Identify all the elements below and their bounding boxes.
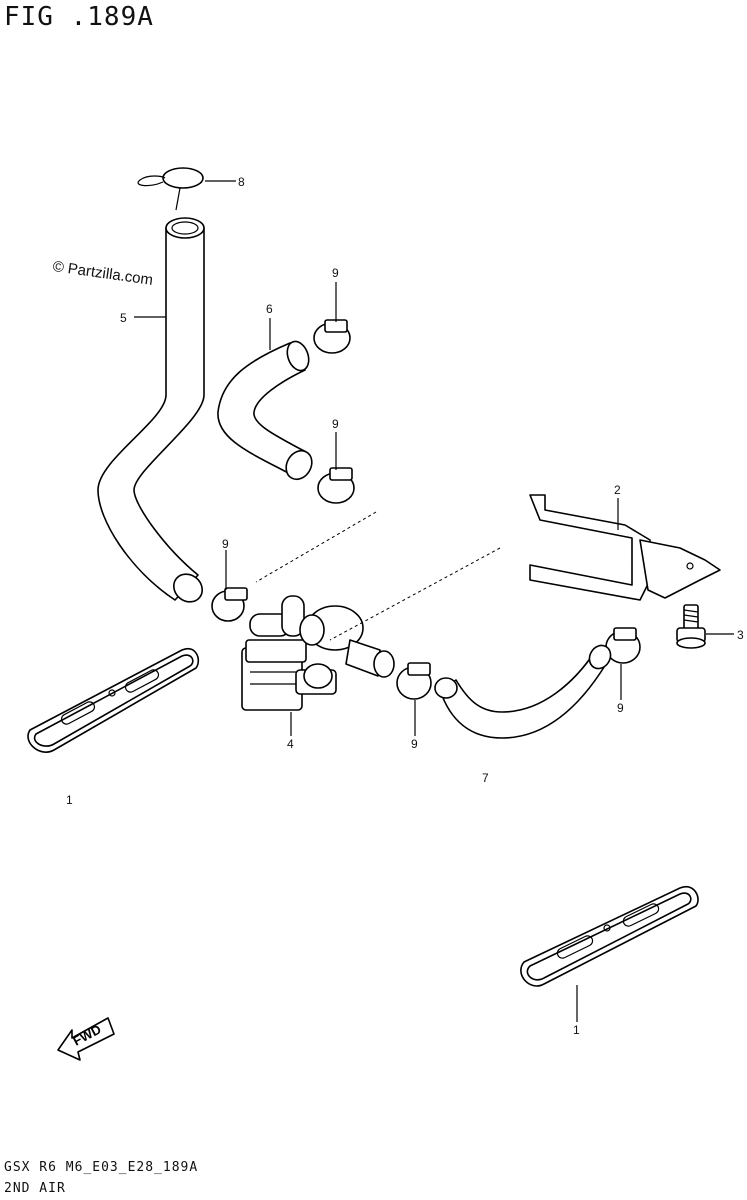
part-6-hose[interactable] xyxy=(217,338,317,484)
part-1-gasket-left[interactable] xyxy=(27,647,200,753)
callout-2: 2 xyxy=(614,483,621,497)
callout-1b: 1 xyxy=(573,1023,580,1037)
callout-9e: 9 xyxy=(617,701,624,715)
callout-6: 6 xyxy=(266,302,273,316)
figure-code: GSX R6 M6_E03_E28_189A xyxy=(4,1160,199,1175)
part-3-bolt[interactable] xyxy=(676,604,706,649)
part-2-pipe-bracket[interactable] xyxy=(529,494,721,601)
callouts: 8 5 6 9 9 9 9 9 2 3 4 7 1 1 xyxy=(66,175,744,1037)
callout-9c: 9 xyxy=(222,537,229,551)
part-9-clamp-b[interactable] xyxy=(317,467,355,504)
part-8-clip[interactable] xyxy=(137,167,204,211)
callout-9b: 9 xyxy=(332,417,339,431)
leader-lines xyxy=(134,180,734,1022)
part-1-gasket-right[interactable] xyxy=(520,885,699,987)
callout-4: 4 xyxy=(287,737,294,751)
callout-1a: 1 xyxy=(66,793,73,807)
fwd-arrow: FWD xyxy=(57,1017,115,1061)
callout-3: 3 xyxy=(737,628,744,642)
callout-8: 8 xyxy=(238,175,245,189)
callout-7: 7 xyxy=(482,771,489,785)
figure-name: 2ND AIR xyxy=(4,1181,66,1196)
callout-5: 5 xyxy=(120,311,127,325)
part-5-hose[interactable] xyxy=(97,217,208,608)
part-9-clamp-a[interactable] xyxy=(313,319,351,354)
figure-title: FIG .189A xyxy=(4,2,154,32)
part-4-valve[interactable] xyxy=(241,595,395,711)
part-7-hose[interactable] xyxy=(434,642,615,739)
part-9-clamp-c[interactable] xyxy=(211,587,248,622)
callout-9a: 9 xyxy=(332,266,339,280)
part-9-clamp-d[interactable] xyxy=(396,662,432,700)
callout-9d: 9 xyxy=(411,737,418,751)
